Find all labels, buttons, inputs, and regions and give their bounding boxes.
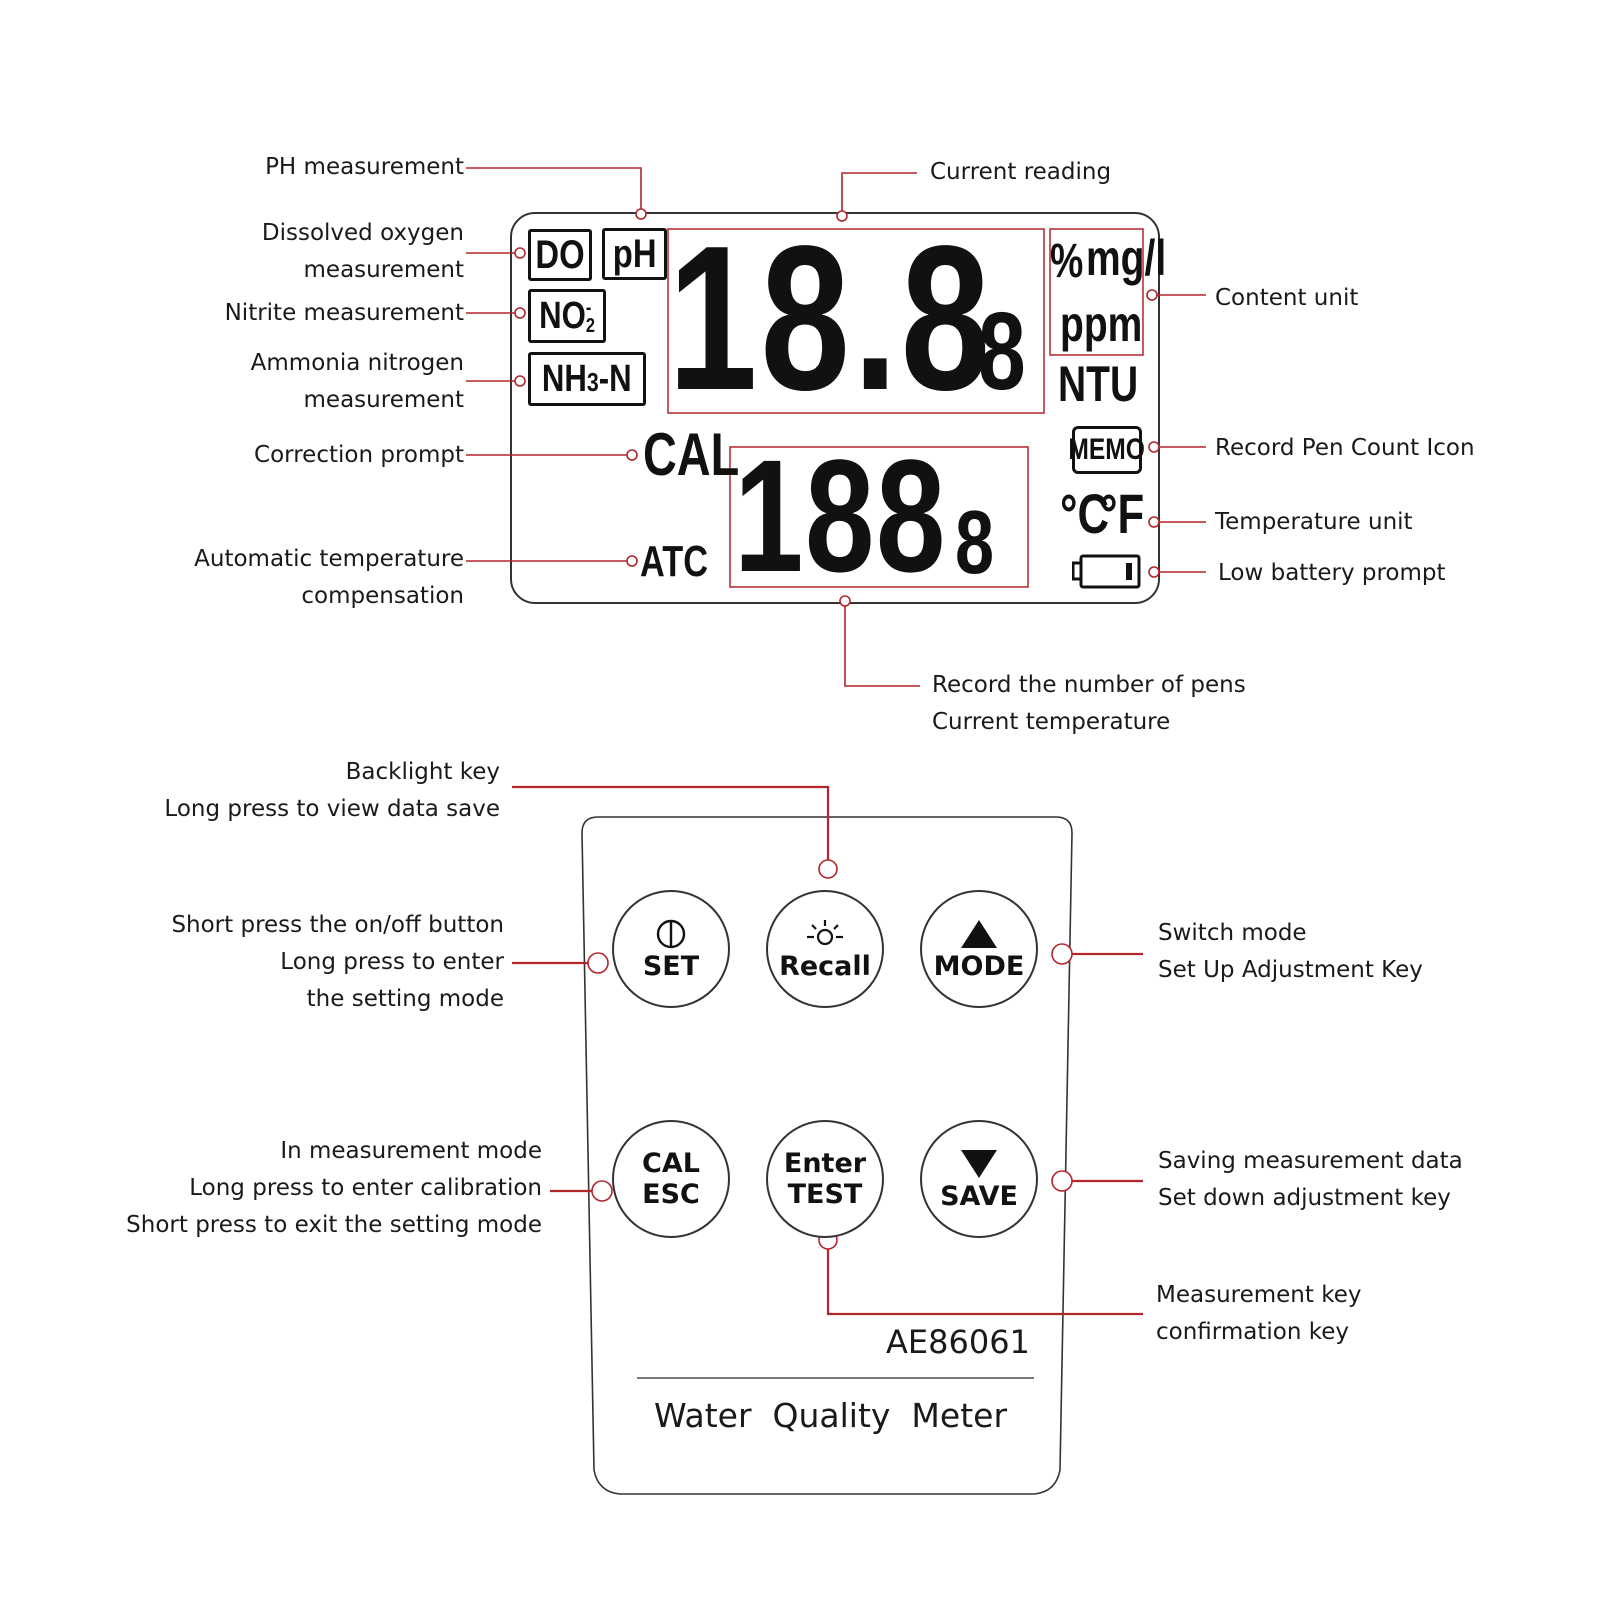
device-body [581,816,1073,1495]
secondary-reading-box [729,446,1029,588]
model-number: AE86061 [886,1323,1030,1361]
cal-indicator: CAL [643,421,740,488]
secondary-reading: 188 [734,426,947,605]
label-content-unit: Content unit [1215,285,1359,311]
label-low-battery: Low battery prompt [1218,560,1446,586]
label-ph-measurement: PH measurement [265,154,464,180]
tag-ph: pH [602,228,667,280]
label-memo-icon: Record Pen Count Icon [1215,435,1475,461]
save-button[interactable]: SAVE [920,1120,1038,1238]
main-reading-decimal-digit: 8 [978,290,1026,413]
power-icon [656,919,686,948]
deg-f: °F [1100,482,1145,545]
label-nitrite: Nitrite measurement [224,300,464,326]
recall-button[interactable]: Recall [766,890,884,1008]
label-correction: Correction prompt [254,442,464,468]
tag-do: DO [528,229,592,281]
secondary-reading-decimal-digit: 8 [955,493,995,593]
deg-c: °C [1060,482,1110,545]
memo-icon: MEMO [1069,426,1145,474]
unit-ntu: NTU [1058,356,1139,412]
triangle-down-icon [961,1149,997,1178]
tag-no2: NO-2 [528,289,606,343]
unit-mgl: mg/l [1086,230,1167,286]
set-button[interactable]: SET [612,890,730,1008]
device-name: Water Quality Meter [654,1396,1008,1435]
tag-nh3n: NH3-N [528,352,646,406]
unit-box [1049,228,1144,356]
unit-percent: % [1050,235,1084,288]
atc-indicator: ATC [640,537,708,586]
mode-button[interactable]: MODE [920,890,1038,1008]
main-reading: 18.8 [668,203,994,433]
unit-ppm: ppm [1060,296,1143,352]
label-temp-unit: Temperature unit [1215,509,1413,535]
label-current-reading: Current reading [930,159,1112,185]
triangle-up-icon [961,919,997,948]
lcd-frame [510,212,1160,604]
battery-icon [1072,554,1141,589]
sun-icon [807,919,843,945]
enter-test-button[interactable]: Enter TEST [766,1120,884,1238]
main-reading-box [667,228,1045,414]
cal-esc-button[interactable]: CAL ESC [612,1120,730,1238]
